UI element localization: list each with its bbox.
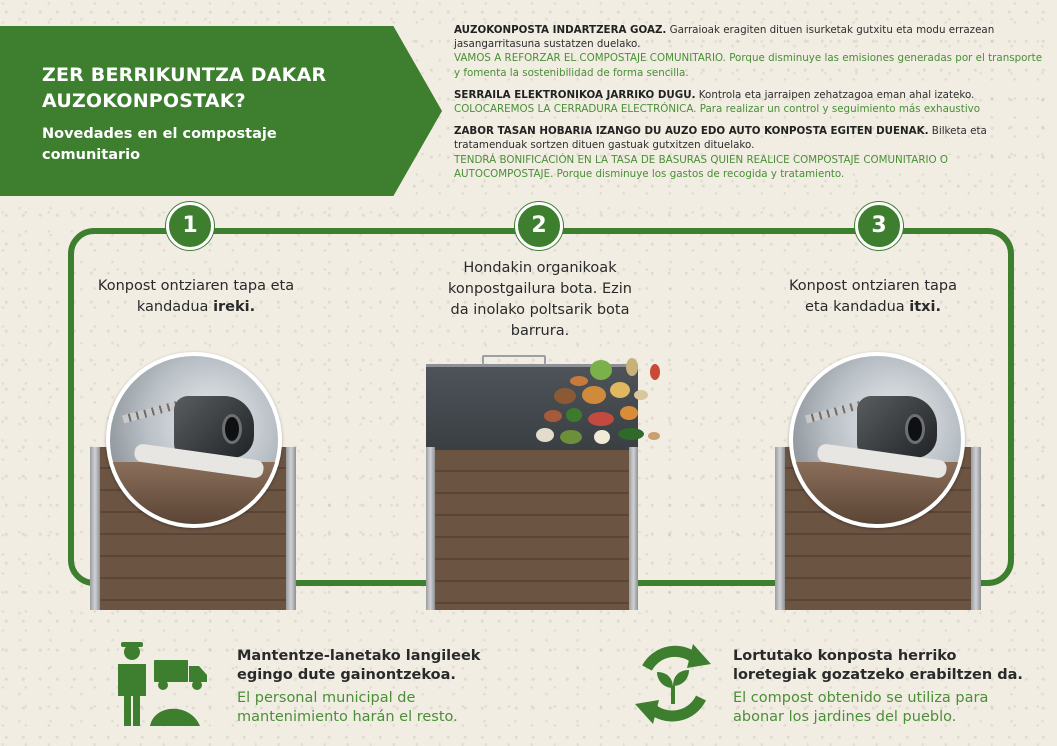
step-number-2: 2 — [515, 202, 563, 250]
news-text-eu: Bilketa eta tratamenduak sortzen dituen … — [454, 125, 987, 152]
news-text-es: VAMOS A REFORZAR EL COMPOSTAJE COMUNITAR… — [454, 52, 1043, 79]
lock-photo-open — [106, 352, 282, 528]
footer-right-text: Lortutako konposta herriko loretegiak go… — [733, 647, 1033, 727]
recycle-icon — [635, 644, 711, 724]
step-number-1: 1 — [166, 202, 214, 250]
news-item: SERRAILA ELEKTRONIKOA JARRIKO DUGU. Kont… — [454, 88, 1044, 116]
news-headline-eu: ZABOR TASAN HOBARIA IZANGO DU AUZO EDO A… — [454, 125, 929, 138]
header-banner — [0, 26, 442, 196]
news-text-es: TENDRÁ BONIFICACIÓN EN LA TASA DE BASURA… — [454, 153, 949, 180]
step-number-3: 3 — [855, 202, 903, 250]
lid-handle — [482, 355, 546, 365]
news-text-eu: Kontrola eta jarraipen zehatzagoa eman a… — [695, 88, 975, 101]
truck-icon — [154, 660, 207, 690]
news-list: AUZOKONPOSTA INDARTZERA GOAZ. Garraioak … — [454, 23, 1044, 189]
step-1-text: Konpost ontziaren tapa eta kandadua irek… — [97, 278, 295, 315]
news-item: ZABOR TASAN HOBARIA IZANGO DU AUZO EDO A… — [454, 124, 1044, 181]
worker-icon — [118, 642, 207, 726]
lock-photo-closed — [789, 352, 965, 528]
compost-pile-icon — [150, 708, 200, 726]
footer-left-es: El personal municipal de mantenimiento h… — [237, 690, 458, 725]
news-text-eu: Garraioak eragiten dituen isurketak gutx… — [454, 24, 995, 51]
news-text-es: COLOCAREMOS LA CERRADURA ELECTRÓNICA. Pa… — [454, 103, 981, 116]
step-2-text: Hondakin organikoak konpostgailura bota.… — [448, 260, 632, 339]
news-headline-eu: SERRAILA ELEKTRONIKOA JARRIKO DUGU. — [454, 88, 696, 101]
step-3-text: Konpost ontziaren tapa eta kandadua itxi… — [788, 278, 958, 315]
sprout-icon — [657, 670, 689, 704]
footer-right-es: El compost obtenido se utiliza para abon… — [733, 690, 989, 725]
news-headline-eu: AUZOKONPOSTA INDARTZERA GOAZ. — [454, 24, 667, 36]
footer-left-eu: Mantentze-lanetako langileek egingo dute… — [237, 648, 481, 683]
news-item: AUZOKONPOSTA INDARTZERA GOAZ. Garraioak … — [454, 23, 1044, 80]
banner-title: ZER BERRIKUNTZA DAKAR AUZOKONPOSTAK? — [42, 64, 327, 112]
organic-waste-illustration — [530, 356, 670, 448]
footer-right-eu: Lortutako konposta herriko loretegiak go… — [733, 648, 1023, 683]
banner-subtitle: Novedades en el compostaje comunitario — [42, 126, 277, 163]
footer-left-text: Mantentze-lanetako langileek egingo dute… — [237, 647, 497, 727]
